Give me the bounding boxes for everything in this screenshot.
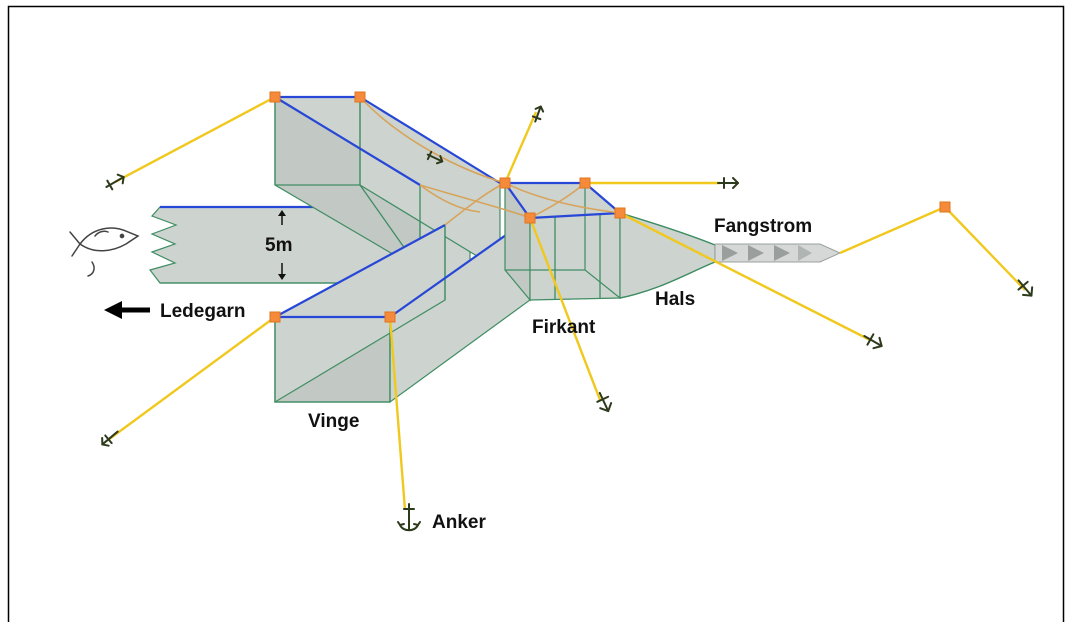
ledegarn-arrow-icon xyxy=(104,301,150,319)
anchor-icon xyxy=(863,333,883,350)
buoy xyxy=(614,207,626,219)
fish-icon xyxy=(69,227,140,277)
anchor-icon xyxy=(1017,279,1034,297)
diagram-frame xyxy=(7,5,1065,622)
buoy xyxy=(499,177,511,189)
buoy xyxy=(269,311,281,323)
buoy xyxy=(269,91,281,103)
square-chamber xyxy=(503,181,622,302)
hals-label: Hals xyxy=(655,289,695,310)
buoy xyxy=(524,212,536,224)
anchor-icon xyxy=(101,430,119,447)
anchor-icon xyxy=(717,177,739,189)
buoy xyxy=(354,91,366,103)
anchor-icon xyxy=(426,150,444,165)
buoy xyxy=(579,177,591,189)
fangstrom-label: Fangstrom xyxy=(714,216,812,237)
buoy xyxy=(939,201,951,213)
neck xyxy=(619,212,716,299)
firkant-label: Firkant xyxy=(532,317,596,338)
anchor-icon xyxy=(531,105,545,123)
catch-bag xyxy=(714,243,842,263)
buoys xyxy=(269,91,951,323)
anchor-lines xyxy=(107,95,1026,511)
anker-anchor-icon xyxy=(397,503,421,532)
anker-label: Anker xyxy=(432,512,486,533)
depth-indicator xyxy=(278,210,286,280)
depth-label: 5m xyxy=(265,235,292,256)
ledegarn-label: Ledegarn xyxy=(160,301,246,322)
anchor-icon xyxy=(596,391,613,413)
anchor-icons xyxy=(101,105,1034,532)
buoy xyxy=(384,311,396,323)
vinge-label: Vinge xyxy=(308,411,359,432)
anchor-icon xyxy=(105,173,125,191)
